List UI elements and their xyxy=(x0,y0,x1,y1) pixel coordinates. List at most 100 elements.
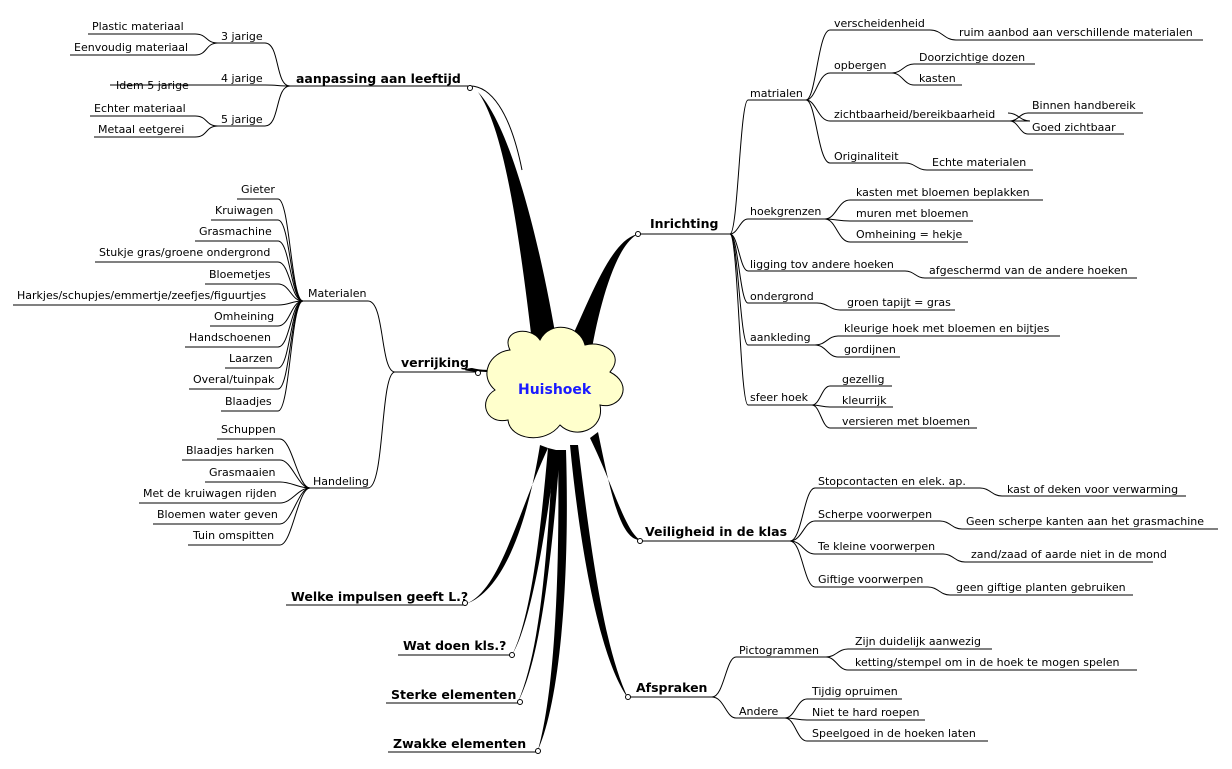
veiligheid-group: Stopcontacten en elek. ap. Scherpe voorw… xyxy=(789,475,1218,596)
branch-impulsen[interactable]: Welke impulsen geeft L.? xyxy=(291,589,468,604)
leaf: ruim aanbod aan verschillende materialen xyxy=(959,26,1193,39)
leaf: gezellig xyxy=(842,373,884,386)
connector xyxy=(638,99,806,235)
leaf: afgeschermd van de andere hoeken xyxy=(929,264,1128,277)
connector xyxy=(290,85,523,171)
sub-5jarige[interactable]: 5 jarige xyxy=(221,113,263,126)
connector xyxy=(95,261,304,302)
center-label: Huishoek xyxy=(518,382,592,398)
connector xyxy=(217,438,311,489)
leaf: Plastic materiaal xyxy=(92,20,184,33)
sub-scherpe[interactable]: Scherpe voorwerpen xyxy=(818,508,932,521)
branch-sterke[interactable]: Sterke elementen xyxy=(391,687,516,702)
sub-matrialen[interactable]: matrialen xyxy=(750,87,803,100)
leaf: gordijnen xyxy=(844,343,896,356)
sub-handeling[interactable]: Handeling xyxy=(313,475,369,488)
leaf: Idem 5 jarige xyxy=(116,79,189,92)
leaf: groen tapijt = gras xyxy=(847,296,951,309)
leaf: Harkjes/schupjes/emmertje/zeefjes/figuur… xyxy=(17,289,266,302)
connector xyxy=(182,459,311,489)
leaf: Laarzen xyxy=(229,352,273,365)
sub-aankleding[interactable]: aankleding xyxy=(750,331,811,344)
leaf: kasten met bloemen beplakken xyxy=(856,186,1030,199)
connector xyxy=(205,283,304,302)
leaf: Echter materiaal xyxy=(94,102,186,115)
leaf: Blaadjes harken xyxy=(186,444,274,457)
main-branch-spikes xyxy=(464,92,640,750)
leaf: Gieter xyxy=(241,183,275,196)
leaf: ketting/stempel om in de hoek te mogen s… xyxy=(855,656,1120,669)
leaf: kast of deken voor verwarming xyxy=(1007,483,1178,496)
connector xyxy=(221,300,304,412)
sub-sfeer[interactable]: sfeer hoek xyxy=(750,391,809,404)
leaf: geen giftige planten gebruiken xyxy=(956,581,1126,594)
leaf: Metaal eetgerei xyxy=(98,123,184,136)
leaf: Kruiwagen xyxy=(215,204,273,217)
subsub[interactable]: zichtbaarheid/bereikbaarheid xyxy=(834,108,995,121)
branch-aanpassing[interactable]: aanpassing aan leeftijd xyxy=(296,71,461,86)
branch-watdoen[interactable]: Wat doen kls.? xyxy=(403,638,506,653)
leaf: Echte materialen xyxy=(932,156,1026,169)
leaf: Stukje gras/groene ondergrond xyxy=(99,246,270,259)
leaf: Grasmachine xyxy=(199,225,272,238)
leaf: Eenvoudig materiaal xyxy=(74,41,188,54)
subsub[interactable]: verscheidenheid xyxy=(834,17,925,30)
branch-afspraken[interactable]: Afspraken xyxy=(636,680,707,695)
branch-veiligheid[interactable]: Veiligheid in de klas xyxy=(645,524,787,539)
leaf: Met de kruiwagen rijden xyxy=(143,487,277,500)
sub-materialen[interactable]: Materialen xyxy=(308,287,366,300)
sub-pictogrammen[interactable]: Pictogrammen xyxy=(739,644,819,657)
leaf: muren met bloemen xyxy=(856,207,969,220)
branch-verrijking[interactable]: verrijking xyxy=(401,355,469,370)
connector xyxy=(195,240,304,302)
leaf: Bloemetjes xyxy=(209,268,271,281)
aanpassing-group: 3 jarige 4 jarige 5 jarige Plastic mater… xyxy=(70,20,291,138)
sub-giftige[interactable]: Giftige voorwerpen xyxy=(818,573,923,586)
sub-hoekgrenzen[interactable]: hoekgrenzen xyxy=(750,205,821,218)
leaf: Omheining = hekje xyxy=(856,228,963,241)
connector xyxy=(188,487,311,546)
leaf: Binnen handbereik xyxy=(1032,99,1136,112)
leaf: Speelgoed in de hoeken laten xyxy=(812,727,976,740)
sub-ligging[interactable]: ligging tov andere hoeken xyxy=(750,258,894,271)
leaf: versieren met bloemen xyxy=(842,415,970,428)
sub-andere[interactable]: Andere xyxy=(739,705,779,718)
leaf: Tijdig opruimen xyxy=(811,685,898,698)
connector xyxy=(13,300,304,306)
leaf: Handschoenen xyxy=(189,331,271,344)
main-labels: aanpassing aan leeftijd verrijking Welke… xyxy=(286,71,806,754)
leaf: Doorzichtige dozen xyxy=(919,51,1025,64)
subsub[interactable]: opbergen xyxy=(834,59,887,72)
leaf: kasten xyxy=(919,72,956,85)
sub-4jarige[interactable]: 4 jarige xyxy=(221,72,263,85)
leaf: Schuppen xyxy=(221,423,276,436)
leaf: Grasmaaien xyxy=(209,466,276,479)
sub-3jarige[interactable]: 3 jarige xyxy=(221,30,263,43)
afspraken-group: Pictogrammen Andere Zijn duidelijk aanwe… xyxy=(711,635,1137,742)
leaf: Zijn duidelijk aanwezig xyxy=(855,635,981,648)
leaf: Bloemen water geven xyxy=(157,508,278,521)
leaf: Omheining xyxy=(214,310,274,323)
leaf: Tuin omspitten xyxy=(192,529,274,542)
leaf: Overal/tuinpak xyxy=(193,373,275,386)
connector xyxy=(205,481,311,489)
inrichting-group: matrialen hoekgrenzen ligging tov andere… xyxy=(729,17,1203,429)
leaf: Niet te hard roepen xyxy=(812,706,919,719)
sub-stopcontacten[interactable]: Stopcontacten en elek. ap. xyxy=(818,475,966,488)
branch-zwakke[interactable]: Zwakke elementen xyxy=(393,736,526,751)
leaf: Goed zichtbaar xyxy=(1032,121,1116,134)
verrijking-group: Materialen Handeling Gieter Kruiwagen Gr… xyxy=(17,183,396,542)
leaf: kleurrijk xyxy=(842,394,887,407)
sub-ondergrond[interactable]: ondergrond xyxy=(750,290,814,303)
leaf: Blaadjes xyxy=(225,395,272,408)
branch-inrichting[interactable]: Inrichting xyxy=(650,216,718,231)
sub-kleine[interactable]: Te kleine voorwerpen xyxy=(817,540,935,553)
connector xyxy=(237,198,304,302)
leaf: kleurige hoek met bloemen en bijtjes xyxy=(844,322,1050,335)
center-cloud[interactable] xyxy=(485,326,624,439)
subsub[interactable]: Originaliteit xyxy=(834,150,899,163)
connector xyxy=(211,219,304,302)
leaf: zand/zaad of aarde niet in de mond xyxy=(971,548,1167,561)
leaf: Geen scherpe kanten aan het grasmachine xyxy=(966,515,1204,528)
